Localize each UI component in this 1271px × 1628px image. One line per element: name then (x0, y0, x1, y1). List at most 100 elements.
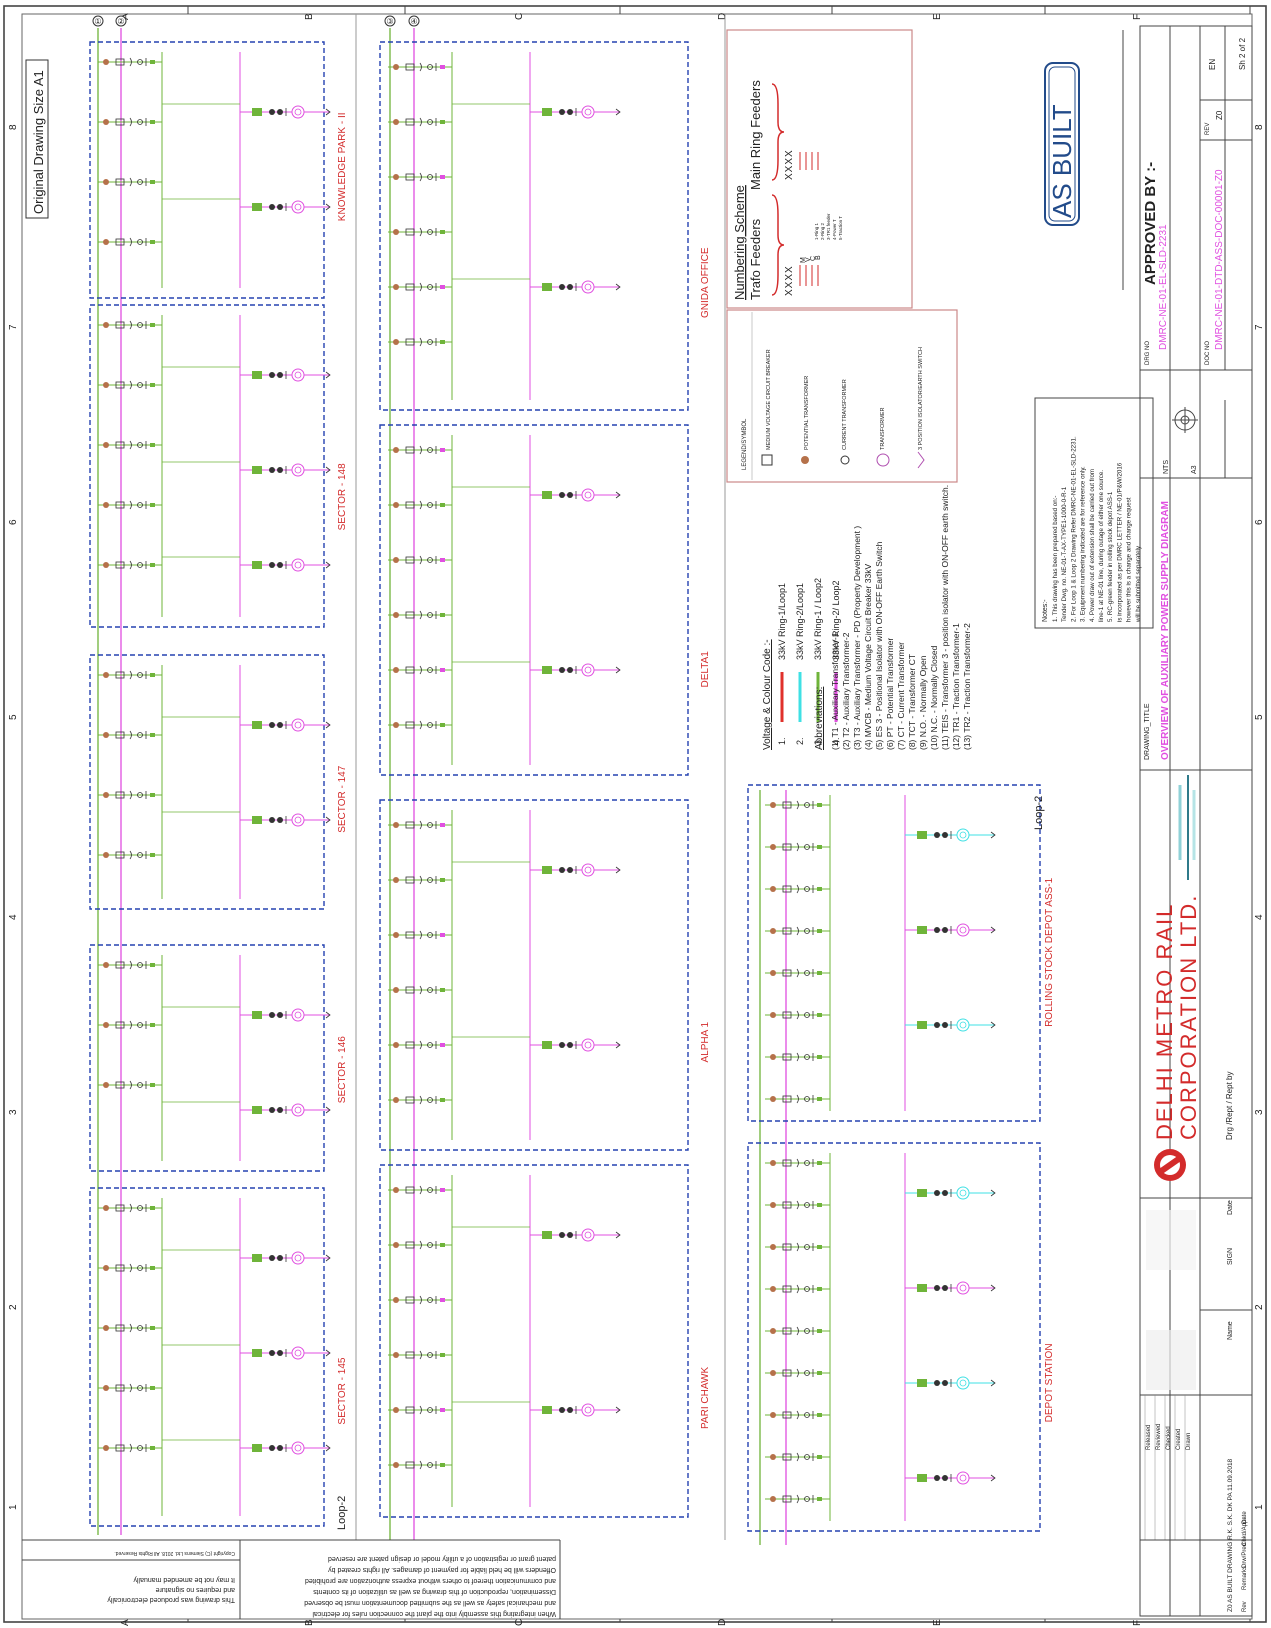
a3-label: A3 (1191, 465, 1198, 474)
station-name: ROLLING STOCK DEPOT ASS-1 (1044, 877, 1055, 1027)
sign-header: Released (1146, 1425, 1152, 1450)
revision-header: Chkd/Appr (1242, 1518, 1248, 1546)
abbreviation-item: (5) ES 3 - Positional Isolator with ON-O… (874, 541, 884, 750)
station-name: ALPHA 1 (700, 1021, 711, 1062)
legend-box: LEGEND/SYMBOL MEDIUM VOLTAGE CIRCUIT BRE… (726, 309, 958, 483)
grid-column-ref: 6 (8, 519, 19, 525)
revision-row: Z0 AS BUILT DRAWING R.K. S.K. DK PA 11.0… (1227, 1458, 1234, 1612)
numbering-note: 5-Traction T (838, 216, 843, 240)
station-name: SECTOR - 148 (337, 463, 348, 530)
grid-column-ref: 5 (8, 714, 19, 720)
legal-line: and mechanical safety as well as the sub… (304, 1599, 556, 1606)
company-line2: CORPORATION LTD. (1176, 894, 1201, 1140)
note-item: Tender Dwg. no. NE-01-T-AX-TYPE1-1000-0-… (1061, 486, 1068, 622)
revision-header: Drw/Pred (1242, 1543, 1248, 1568)
station-name: GNIDA OFFICE (700, 247, 711, 318)
as-built-stamp: AS BUILT (1044, 62, 1080, 226)
abbreviation-item: (12) TR1 - Traction Transformer-1 (951, 623, 961, 750)
legend-item-label: MEDIUM VOLTAGE CIRCUIT BREAKER (766, 349, 772, 450)
voltage-colour-code: Voltage & Colour Code :- 1.33kV Ring-1/L… (762, 578, 841, 750)
circuit-breaker-symbol (761, 454, 773, 466)
voltage-code-label: 33kV Ring-2/Loop1 (795, 583, 805, 660)
legal-line: and communication thereof to others with… (305, 1577, 556, 1584)
grid-column-ref: 1 (8, 1504, 19, 1510)
legal-line: Dissemination, reproduction of this draw… (313, 1588, 556, 1595)
company-line1: DELHI METRO RAIL (1152, 903, 1177, 1140)
sign-header: Drawn (1186, 1433, 1192, 1450)
numbering-code-letter: B (815, 255, 822, 260)
note-item: 3. Equipment numbering indicated are for… (1080, 466, 1087, 622)
station-name: SECTOR - 147 (337, 765, 348, 832)
abbreviations-title: Abbreviations: (814, 687, 825, 750)
doc-no: DMRC-NE-01-DTD-ASS-DOC-00001-Z0 (1214, 169, 1225, 350)
original-size-box: Original Drawing Size A1 (25, 59, 49, 219)
grid-row-ref: F (1132, 14, 1143, 20)
voltage-code-title: Voltage & Colour Code :- (762, 639, 773, 750)
station-name: SECTOR - 145 (337, 1357, 348, 1424)
copyright-line: This drawing was produced electronically (107, 1596, 235, 1603)
bus-tags: ① ② ③ ④ (92, 15, 420, 27)
abbreviation-item: (2) T2 - Auxiliary Transformer-2 (841, 632, 851, 750)
grid-column-ref: 8 (8, 124, 19, 130)
notes-title: Notes:- (1042, 599, 1049, 622)
approved-by: APPROVED BY :- (1142, 162, 1159, 285)
trafo-feeders-label: Trafo Feeders (748, 218, 763, 300)
voltage-code-number: 4. (831, 737, 841, 745)
svg-text:④: ④ (410, 17, 417, 26)
station-name: DELTA1 (700, 651, 711, 688)
isolator-symbol (917, 451, 925, 469)
legend-item-label: CURRENT TRANSFORMER (842, 379, 848, 450)
note-item: however this is a change and change requ… (1126, 497, 1133, 622)
abbreviation-item: (3) T3 - Auxiliary Transformer - PD (Pro… (852, 526, 862, 750)
drg-no-label: DRG NO (1145, 341, 1151, 365)
dmrc-logo (1154, 1149, 1186, 1181)
abbreviation-item: (8) TCT - Transformer CT (907, 654, 917, 750)
note-item: 4. Power draw out of extension shall be … (1089, 469, 1096, 622)
numbering-code-letter: M (800, 257, 807, 263)
legal-line: When integrating this assembly into the … (312, 1610, 556, 1617)
abbreviation-item: (7) CT - Current Transformer (896, 642, 906, 750)
note-item: 2. For Loop 1 & Loop 2 Drawing Refer DMR… (1070, 436, 1077, 622)
grid-column-ref: 1 (1254, 1504, 1265, 1510)
numbering-note: 1-Ring 1 (814, 222, 819, 240)
sheet-number: Sh 2 of 2 (1238, 37, 1247, 70)
legal-line: Offenders will be held liable for paymen… (328, 1566, 556, 1573)
grid-column-ref: 2 (8, 1304, 19, 1310)
sign-column-header: SIGN (1227, 1248, 1234, 1265)
stations-column-d: DEPOT STATION ROLLING STOCK DEPOT ASS-1 (747, 784, 1055, 1532)
abbreviation-item: (6) PT - Potential Transformer (885, 638, 895, 750)
grid-row-ref: E (932, 1619, 943, 1626)
grid-column-ref: 7 (1254, 324, 1265, 330)
abbreviation-item: (10) N.C. - Normally Closed (929, 645, 939, 750)
abbreviation-item: (13) TR2 - Traction Transformer-2 (962, 623, 972, 750)
station-name: SECTOR - 146 (337, 1036, 348, 1103)
grid-column-ref: 4 (8, 914, 19, 920)
svg-text:②: ② (117, 17, 124, 26)
revision-header: Rev (1242, 1601, 1248, 1612)
voltage-code-label: 33kV Ring-1 / Loop2 (813, 578, 823, 660)
station-name: DEPOT STATION (1044, 1343, 1055, 1422)
numbering-note: 3-TR1 feeder (826, 213, 831, 240)
copyright-notice: Copyright (C) Siemens Ltd. 2018. All Rig… (114, 1550, 235, 1556)
original-size-label: Original Drawing Size A1 (31, 70, 46, 214)
grid-column-ref: 4 (1254, 914, 1265, 920)
grid-row-ref: F (1132, 1620, 1143, 1626)
voltage-code-number: 2. (795, 737, 805, 745)
doc-no-label: DOC NO (1205, 341, 1211, 365)
note-item: is incorporated as per DMRC LETTER / NE-… (1116, 462, 1123, 622)
voltage-code-label: 33kV Ring-1/Loop1 (777, 583, 787, 660)
nts-label: NTS (1163, 460, 1170, 474)
loop-label: Loop-2 (1033, 796, 1045, 830)
current-transformer-symbol (840, 455, 850, 465)
sign-header: Checked (1166, 1426, 1172, 1450)
grid-column-ref: 5 (1254, 714, 1265, 720)
station-name: PARI CHAWK (700, 1366, 711, 1429)
grid-row-ref: B (304, 1619, 315, 1626)
svg-text:①: ① (94, 17, 101, 26)
grid-row-ref: B (304, 13, 315, 20)
numbering-code-letter: C (810, 256, 817, 261)
grid-row-ref: E (932, 13, 943, 20)
station-name: KNOWLEDGE PARK - II (337, 112, 348, 221)
note-item: 5. RC-green feeder in rolling stock depo… (1107, 491, 1114, 622)
grid-column-ref: 3 (1254, 1109, 1265, 1115)
